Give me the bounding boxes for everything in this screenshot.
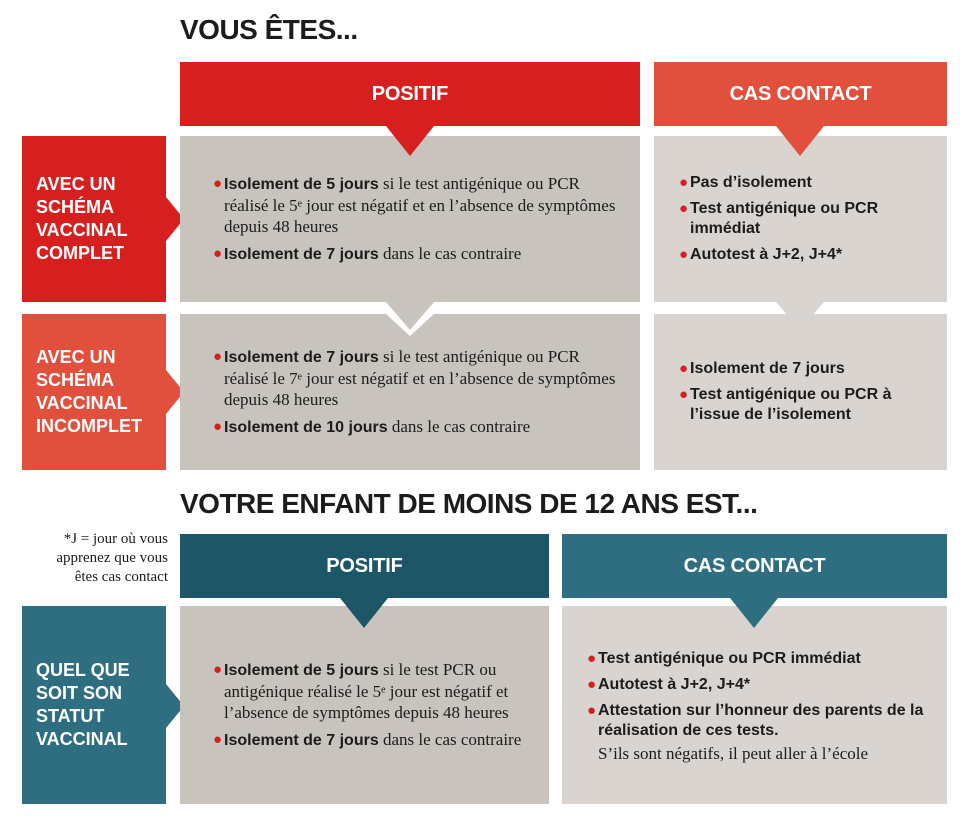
row-label-incomplet: AVEC UN SCHÉMA VACCINAL INCOMPLET [22, 314, 166, 470]
list-item: ●Test antigénique ou PCR immédiat [587, 650, 861, 667]
list-item: ●Test antigénique ou PCR immédiat [679, 200, 879, 237]
row-label-complet-text: AVEC UN SCHÉMA VACCINAL COMPLET [36, 174, 128, 263]
header-cas-contact-child: CAS CONTACT [562, 534, 947, 598]
arrow-down-icon [776, 302, 824, 330]
cell-contact-incomplet: ●Isolement de 7 jours ●Test antigénique … [654, 314, 947, 470]
arrow-down-icon [340, 598, 388, 628]
list-item: ●Autotest à J+2, J+4* [587, 676, 751, 693]
header-cas-contact-child-label: CAS CONTACT [683, 554, 826, 577]
arrow-down-icon [386, 302, 434, 330]
arrow-right-icon [166, 370, 184, 414]
list-item: ●Isolement de 7 jours [679, 360, 845, 377]
cell-contact-complet: ●Pas d’isolement ●Test antigénique ou PC… [654, 136, 947, 302]
row-label-child: QUEL QUE SOIT SON STATUT VACCINAL [22, 606, 166, 804]
header-cas-contact-label: CAS CONTACT [729, 82, 872, 105]
header-cas-contact: CAS CONTACT [654, 62, 947, 126]
header-positif-child: POSITIF [180, 534, 549, 598]
list-item: ●Attestation sur l’honneur des parents d… [587, 702, 924, 739]
list-item: ●Isolement de 10 jours dans le cas contr… [213, 417, 531, 436]
list-item: ●Isolement de 5 jours si le test PCR ou … [213, 660, 509, 722]
list-item: ●Test antigénique ou PCR à l’issue de l’… [679, 386, 892, 423]
list-item: ●Isolement de 7 jours dans le cas contra… [213, 244, 522, 263]
list-item: ●Autotest à J+2, J+4* [679, 246, 843, 263]
list-item: ●Pas d’isolement [679, 174, 812, 191]
arrow-down-icon [386, 126, 434, 156]
header-positif: POSITIF [180, 62, 640, 126]
row-label-incomplet-text: AVEC UN SCHÉMA VACCINAL INCOMPLET [36, 347, 142, 436]
header-positif-label: POSITIF [371, 82, 449, 105]
header-positif-child-label: POSITIF [326, 554, 403, 577]
footnote: *J = jour où vous apprenez que vous êtes… [56, 531, 168, 585]
list-item: ●Isolement de 5 jours si le test antigén… [213, 174, 616, 236]
cell-contact-child: ●Test antigénique ou PCR immédiat ●Autot… [562, 606, 947, 804]
cell-positif-child: ●Isolement de 5 jours si le test PCR ou … [180, 606, 549, 804]
contact-note: S’ils sont négatifs, il peut aller à l’é… [598, 744, 869, 763]
section-title-children: VOTRE ENFANT DE MOINS DE 12 ANS EST... [180, 488, 758, 519]
row-label-complet: AVEC UN SCHÉMA VACCINAL COMPLET [22, 136, 166, 302]
list-item: ●Isolement de 7 jours si le test antigén… [213, 347, 616, 409]
arrow-down-icon [730, 598, 778, 628]
arrow-right-icon [166, 197, 184, 241]
list-item: ●Isolement de 7 jours dans le cas contra… [213, 730, 522, 749]
cell-positif-complet: ●Isolement de 5 jours si le test antigén… [180, 136, 640, 302]
cell-positif-incomplet: ●Isolement de 7 jours si le test antigén… [180, 314, 640, 470]
section-title-adults: VOUS ÊTES... [180, 14, 358, 45]
arrow-right-icon [166, 684, 184, 728]
row-label-child-text: QUEL QUE SOIT SON STATUT VACCINAL [36, 660, 130, 749]
arrow-down-icon [776, 126, 824, 156]
